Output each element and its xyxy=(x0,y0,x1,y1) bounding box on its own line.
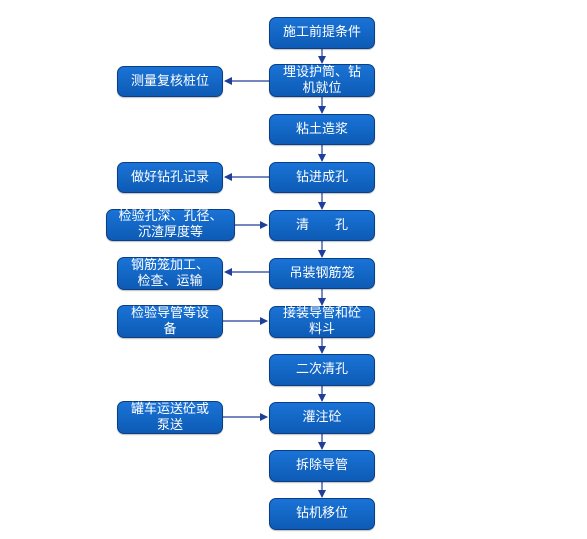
note-inspect-tremie-equipment: 检验导管等设 备 xyxy=(117,305,223,338)
step-second-cleaning: 二次清孔 xyxy=(269,354,375,386)
step-clay-slurry: 粘土造浆 xyxy=(269,114,375,145)
step-move-rig: 钻机移位 xyxy=(269,498,375,530)
note-drilling-record: 做好钻孔记录 xyxy=(117,162,223,193)
step-install-tremie-hopper: 接装导管和砼 料斗 xyxy=(269,306,375,338)
note-inspect-depth-diameter-sediment: 检验孔深、孔径、 沉渣厚度等 xyxy=(106,209,235,241)
note-rebar-cage-fabrication: 钢筋笼加工、 检查、运输 xyxy=(117,257,223,290)
step-remove-tremie: 拆除导管 xyxy=(269,450,375,482)
note-survey-pile-position: 测量复核桩位 xyxy=(117,66,223,97)
note-concrete-delivery: 罐车运送砼或 泵送 xyxy=(117,401,223,434)
step-construction-preconditions: 施工前提条件 xyxy=(269,17,375,49)
step-pour-concrete: 灌注砼 xyxy=(269,402,375,434)
step-bury-casing-position-rig: 埋设护筒、钻 机就位 xyxy=(269,64,375,97)
step-hoist-rebar-cage: 吊装钢筋笼 xyxy=(269,258,375,289)
step-clean-hole: 清 孔 xyxy=(269,210,375,241)
step-drill-hole: 钻进成孔 xyxy=(269,162,375,193)
